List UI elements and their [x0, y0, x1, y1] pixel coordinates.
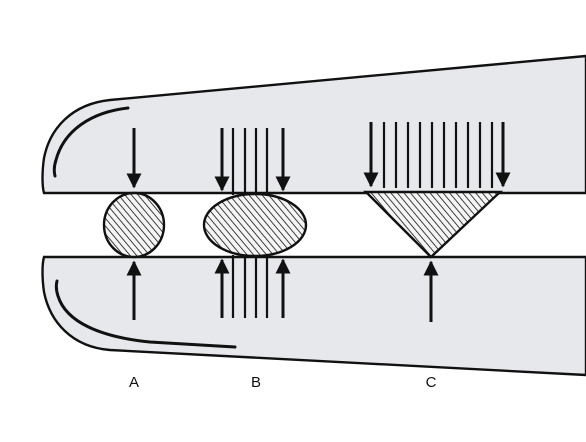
object-c — [363, 122, 511, 322]
label-a: A — [128, 374, 139, 391]
object-b — [202, 128, 308, 318]
object-c-wedge — [363, 190, 504, 259]
upper-jaw — [41, 54, 586, 195]
object-a-sphere — [102, 191, 166, 259]
lower-jaw-highlight — [54, 279, 237, 349]
object-b-flattened — [202, 192, 308, 258]
label-c: C — [425, 374, 437, 391]
lower-jaw — [41, 255, 586, 377]
upper-jaw-highlight — [52, 106, 130, 178]
label-b: B — [250, 374, 261, 391]
object-a — [102, 128, 166, 320]
